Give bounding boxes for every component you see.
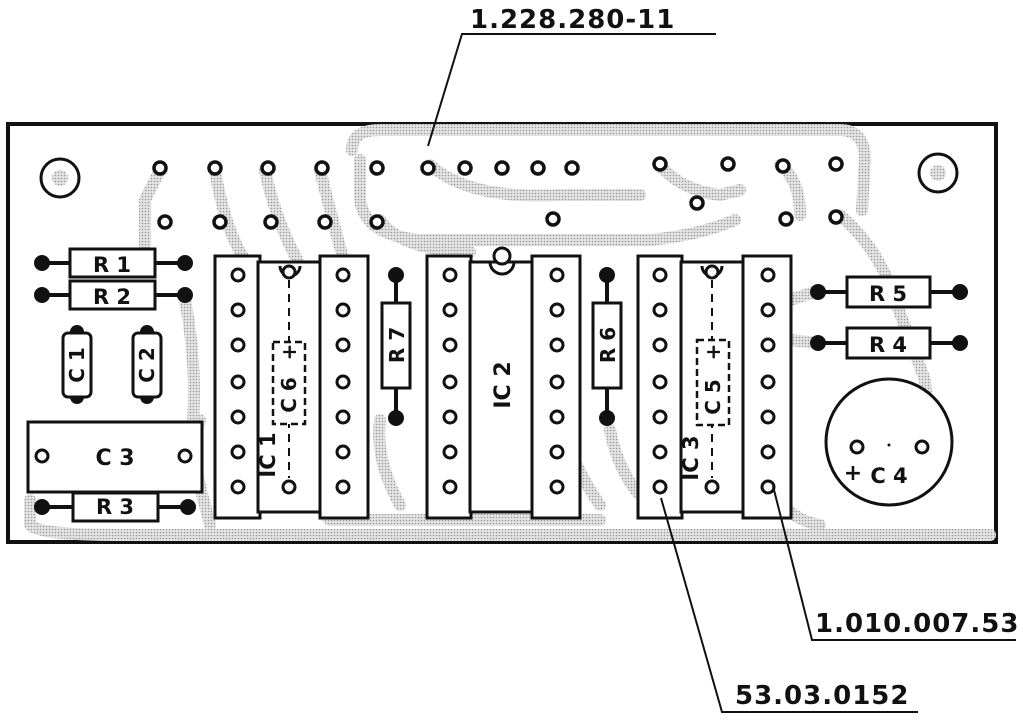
c5-label: C 5 — [701, 379, 725, 415]
r1-label: R 1 — [93, 253, 131, 277]
capacitor-c6: C 6 + — [271, 340, 307, 426]
r6-label: R 6 — [596, 327, 620, 363]
r3-label: R 3 — [96, 495, 134, 519]
capacitor-c2: C 2 — [131, 325, 163, 404]
ic2-socket: IC 2 — [425, 246, 582, 520]
c5-plus: + — [701, 344, 725, 361]
c4-label: C 4 — [870, 464, 907, 488]
c2-label: C 2 — [135, 347, 159, 383]
c3-label: C 3 — [95, 446, 134, 471]
mounting-hole-right — [917, 152, 959, 194]
ic1-socket: IC 1 — [213, 254, 370, 520]
ic3-socket: IC 3 — [636, 254, 793, 520]
resistor-r1: R 1 — [34, 247, 193, 279]
leader-lines — [427, 33, 1016, 713]
capacitor-c3: C 3 — [26, 420, 204, 494]
r4-label: R 4 — [869, 333, 907, 357]
capacitor-c5: C 5 + — [695, 338, 731, 427]
capacitor-c1: C 1 — [61, 325, 93, 404]
r7-label: R 7 — [385, 327, 409, 363]
resistor-r2: R 2 — [34, 279, 193, 311]
resistor-r3: R 3 — [34, 491, 196, 523]
resistor-r5: R 5 — [810, 275, 968, 309]
c6-label: C 6 — [277, 377, 301, 413]
ic1-label: IC 1 — [256, 432, 280, 477]
c1-label: C 1 — [65, 347, 89, 383]
c6-plus: + — [277, 344, 301, 361]
part-number-bottom: 53.03.0152 — [735, 681, 909, 711]
resistor-r6: R 6 — [591, 267, 623, 426]
c4-plus: + — [844, 461, 862, 486]
resistor-r7: R 7 — [380, 267, 412, 426]
r5-label: R 5 — [869, 282, 907, 306]
ic2-label: IC 2 — [491, 361, 516, 408]
r2-label: R 2 — [93, 285, 131, 309]
part-number-right: 1.010.007.53 — [815, 609, 1019, 639]
part-number-top: 1.228.280-11 — [470, 5, 675, 35]
mounting-hole-left — [39, 157, 81, 199]
ic3-label: IC 3 — [679, 435, 703, 480]
capacitor-c4: + C 4 — [824, 377, 954, 507]
resistor-r4: R 4 — [810, 326, 968, 360]
connector-pads — [152, 156, 844, 230]
